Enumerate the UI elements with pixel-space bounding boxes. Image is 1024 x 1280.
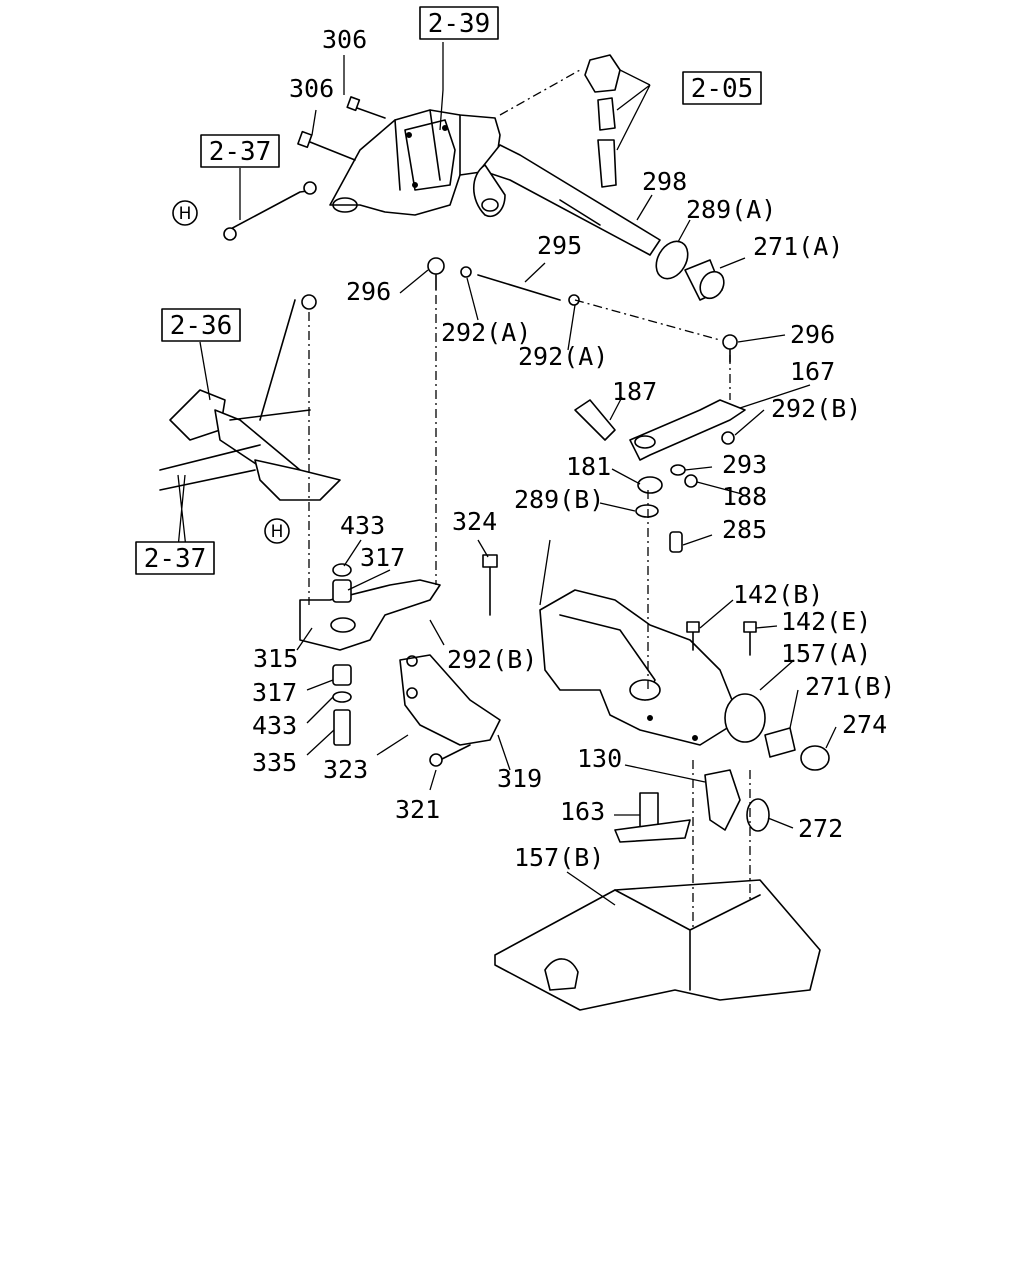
reference-box-2-39[interactable]: 2-39 [419,6,499,40]
shift-lever-linkage-2-36 [159,294,341,501]
transmission-case-157b [494,879,821,1011]
select-cable-rod [223,181,317,241]
reference-box-2-37-bottom[interactable]: 2-37 [135,541,215,575]
bushing-271b-274 [764,727,830,771]
bolt-321 [429,744,471,767]
label-142e: 142(E) [781,607,871,636]
label-271a: 271(A) [753,232,843,261]
label-130: 130 [577,744,622,773]
bolt-324 [482,554,498,616]
leader-lines [177,42,837,906]
washers-181-293-188-289b [635,431,735,518]
label-324: 324 [452,507,497,536]
svg-text:2-36: 2-36 [170,311,233,341]
label-292a2: 292(A) [518,342,608,371]
label-157a: 157(A) [781,639,871,668]
label-298: 298 [642,167,687,196]
h-marker-mid: H [264,518,290,544]
svg-text:2-37: 2-37 [209,137,272,167]
svg-text:2-05: 2-05 [691,74,754,104]
label-292b1: 292(B) [771,394,861,423]
label-163: 163 [560,797,605,826]
label-321: 321 [395,795,440,824]
transmission-housing-2-39 [329,109,501,216]
label-292b2: 292(B) [447,645,537,674]
bolt-306-upper [346,96,386,119]
label-289b: 289(B) [514,485,604,514]
label-319: 319 [497,764,542,793]
label-433a: 433 [340,511,385,540]
fitting-285 [669,531,683,553]
pin-187 [574,399,616,441]
label-274: 274 [842,710,887,739]
bracket-319 [399,654,501,746]
center-lines [308,69,751,930]
label-292a1: 292(A) [441,318,531,347]
label-306a: 306 [322,25,367,54]
svg-text:2-37: 2-37 [144,544,207,574]
label-295: 295 [537,231,582,260]
label-188: 188 [722,482,767,511]
bolt-306-lower [297,130,356,161]
bushing-317-lower-433-335 [332,664,352,746]
bushing-271a [684,259,725,301]
label-181: 181 [566,452,611,481]
bolts-142 [686,621,757,656]
label-285: 285 [722,515,767,544]
lever-167 [629,399,746,461]
label-306b: 306 [289,74,334,103]
shift-tower-157a [539,589,766,746]
label-167: 167 [790,357,835,386]
reference-box-2-37-top[interactable]: 2-37 [200,134,280,168]
svg-text:2-39: 2-39 [428,9,491,39]
h-marker-top: H [172,200,198,226]
reference-box-2-36[interactable]: 2-36 [161,308,241,342]
svg-text:H: H [271,522,284,542]
label-293: 293 [722,450,767,479]
label-323: 323 [323,755,368,784]
reference-box-2-05[interactable]: 2-05 [682,71,762,105]
shift-rod-295-assembly [427,257,738,363]
seal-289a [655,240,689,280]
label-142b: 142(B) [733,580,823,609]
label-335: 335 [252,748,297,777]
bushing-317-upper [332,563,352,603]
svg-text:H: H [179,204,192,224]
label-296b: 296 [790,320,835,349]
label-272: 272 [798,814,843,843]
label-315: 315 [253,644,298,673]
bracket-315 [299,579,441,651]
lever-130-163-clip-272 [614,769,770,843]
label-187: 187 [612,377,657,406]
part-labels: 306 306 298 289(A) 271(A) 295 296 292(A)… [252,25,895,872]
label-317b: 317 [252,678,297,707]
label-289a: 289(A) [686,195,776,224]
label-433b: 433 [252,711,297,740]
connector-fittings-2-05 [584,54,621,188]
label-296a: 296 [346,277,391,306]
label-157b: 157(B) [514,843,604,872]
label-317a: 317 [360,543,405,572]
shift-shaft-298 [473,144,661,256]
label-271b: 271(B) [805,672,895,701]
